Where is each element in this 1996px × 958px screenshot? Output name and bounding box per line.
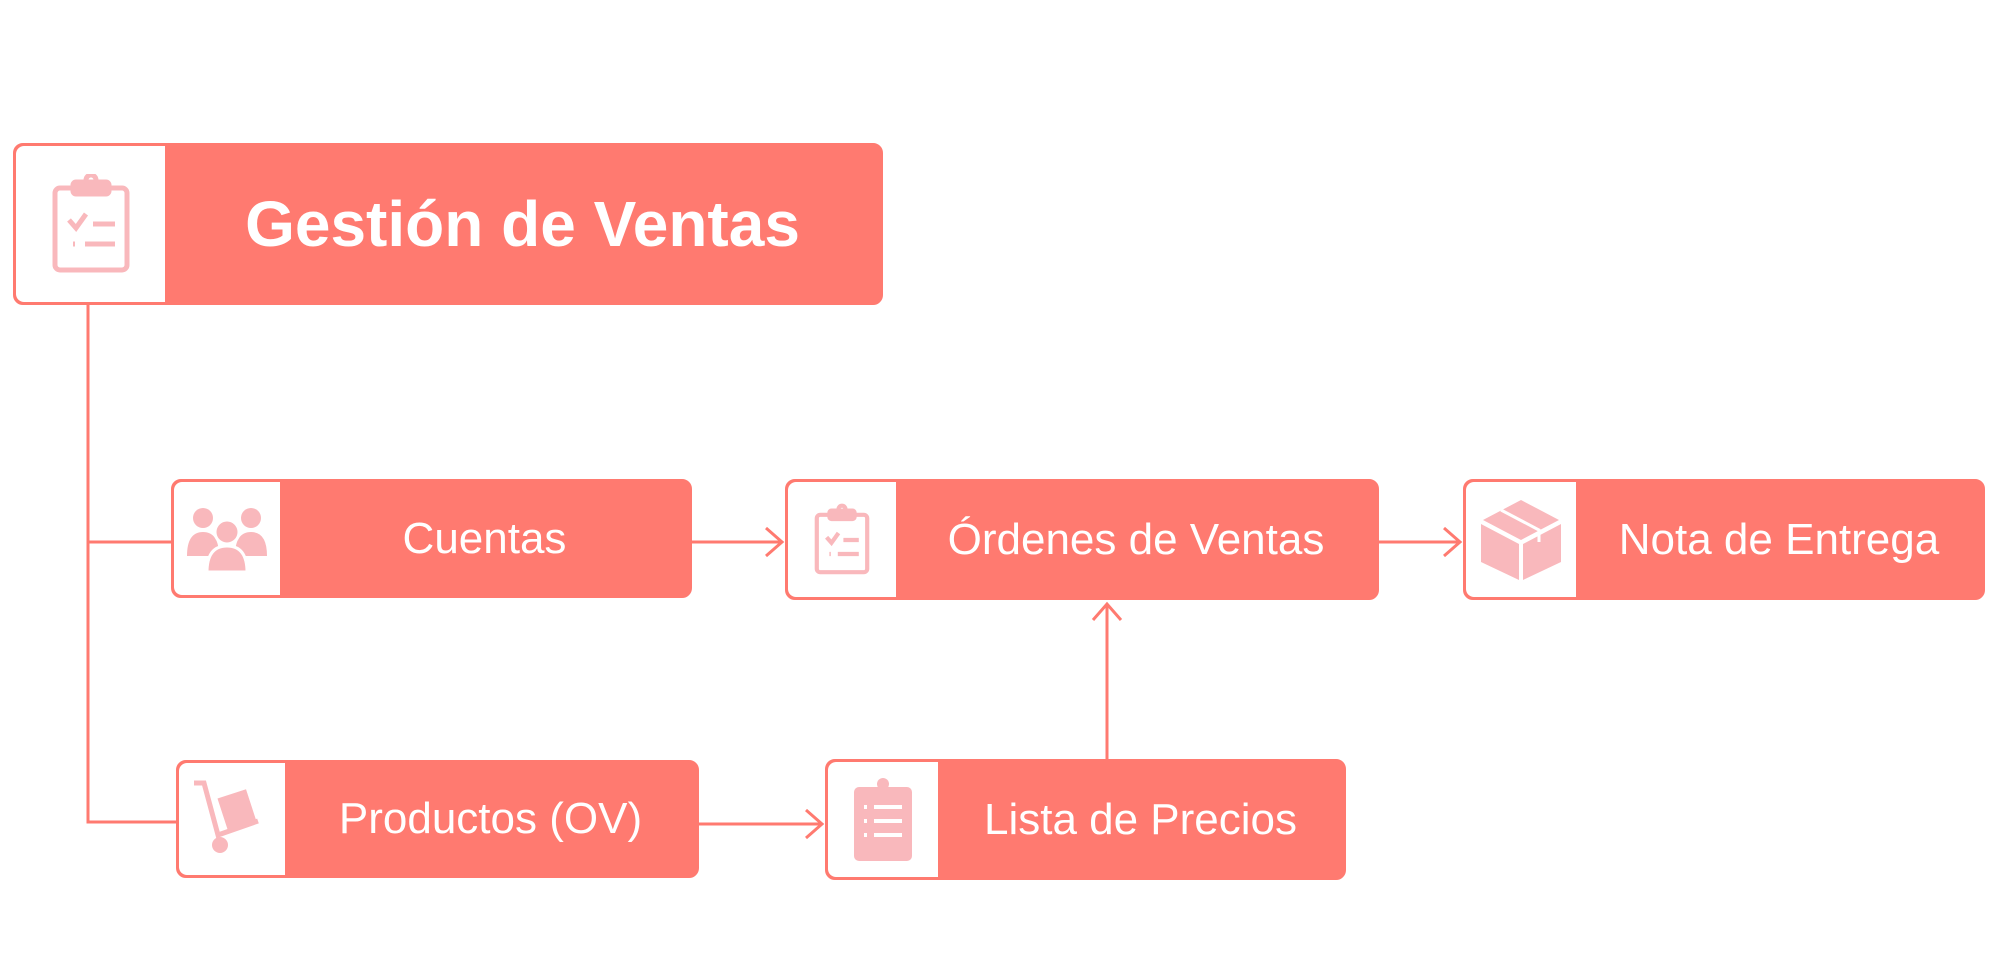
clipboard-list-icon bbox=[828, 762, 938, 877]
node-cuentas[interactable]: Cuentas bbox=[171, 479, 692, 598]
node-title: Gestión de Ventas bbox=[245, 188, 800, 260]
node-lista-de-precios[interactable]: Lista de Precios bbox=[825, 759, 1346, 880]
node-label: Cuentas bbox=[402, 513, 567, 563]
arrow-ordenes-nota bbox=[1379, 526, 1463, 558]
node-nota-de-entrega[interactable]: Nota de Entrega bbox=[1463, 479, 1985, 600]
node-label: Órdenes de Ventas bbox=[947, 514, 1325, 564]
box-icon bbox=[1466, 482, 1576, 597]
users-icon bbox=[174, 482, 280, 595]
node-ordenes-de-ventas[interactable]: Órdenes de Ventas bbox=[785, 479, 1379, 600]
arrow-cuentas-ordenes bbox=[692, 526, 785, 558]
node-label: Nota de Entrega bbox=[1618, 514, 1940, 564]
node-label: Productos (OV) bbox=[338, 794, 643, 843]
node-gestion-de-ventas[interactable]: Gestión de Ventas bbox=[13, 143, 883, 305]
clipboard-check-icon bbox=[16, 146, 165, 302]
arrow-productos-lista bbox=[699, 808, 825, 840]
node-label: Lista de Precios bbox=[983, 794, 1298, 844]
arrow-lista-ordenes bbox=[1091, 601, 1123, 759]
hand-truck-icon bbox=[179, 763, 285, 875]
tree-trunk-line bbox=[86, 305, 176, 824]
clipboard-check-icon bbox=[788, 482, 896, 597]
node-productos-ov[interactable]: Productos (OV) bbox=[176, 760, 699, 878]
